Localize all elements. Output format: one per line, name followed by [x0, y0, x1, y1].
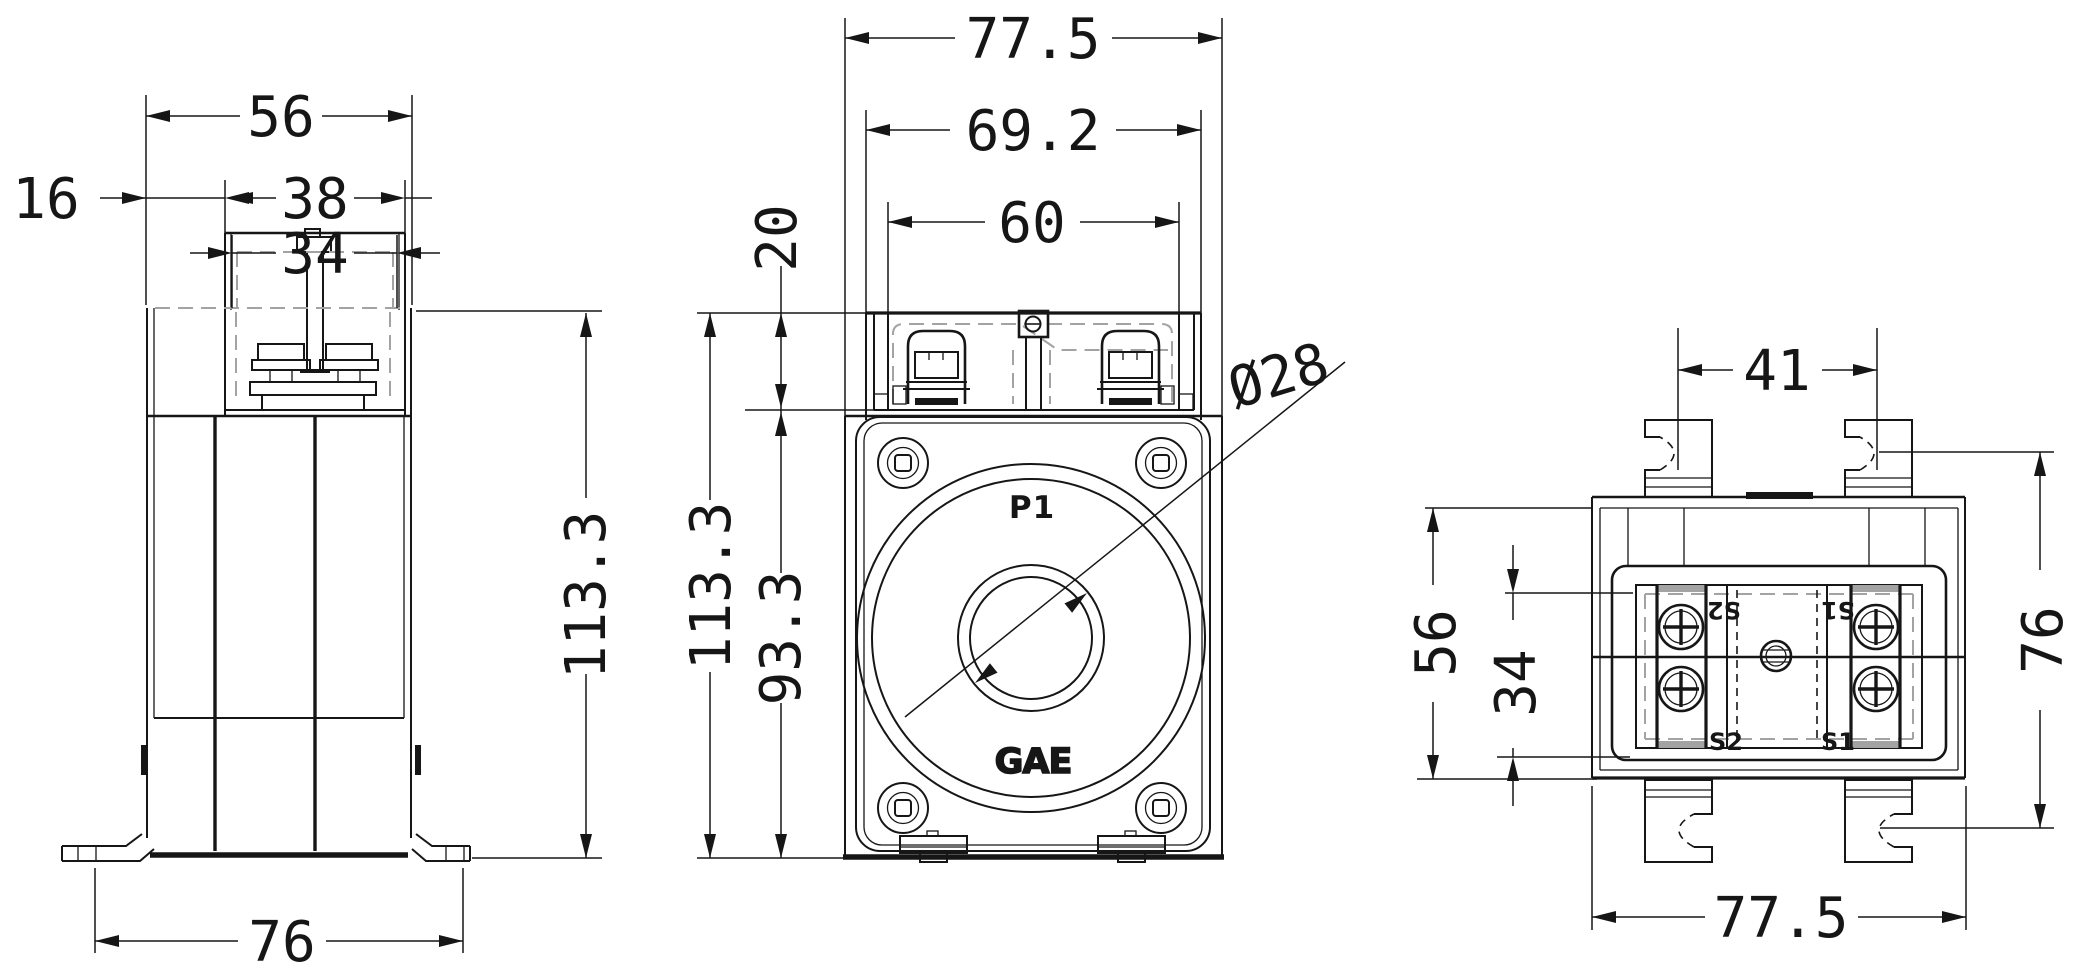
dim-top-hookspan-label: 41 — [1743, 339, 1810, 404]
dim-front-body-label: 93.3 — [749, 571, 814, 706]
front-view: P1 GAE 77.5 69.2 60 20 93.3 — [679, 7, 1346, 863]
dim-front-terminal-label: 20 — [745, 204, 810, 271]
top-dimensions: 41 56 34 76 77.5 — [1404, 339, 2076, 951]
dim-front-width-label: 77.5 — [966, 7, 1101, 72]
dim-front-housing-label: 69.2 — [966, 99, 1101, 164]
dim-front-cover-label: 60 — [998, 191, 1065, 256]
brand-logo: GAE — [995, 742, 1072, 782]
dim-side-height-label: 113.3 — [554, 511, 619, 680]
s1-marking-top: S1 — [1821, 596, 1855, 624]
side-mounting-foot — [61, 833, 471, 862]
secondary-terminal-screws — [1657, 603, 1900, 713]
dim-top-height-label: 76 — [2011, 606, 2076, 673]
s1-marking-bottom: S1 — [1821, 728, 1855, 756]
side-dimensions: 56 16 38 34 113.3 — [12, 85, 619, 975]
s2-marking-bottom: S2 — [1709, 728, 1743, 756]
dim-front-height-label: 113.3 — [679, 502, 744, 671]
primary-hole — [957, 564, 1105, 712]
top-hooks — [1644, 328, 2054, 498]
side-view: 56 16 38 34 113.3 — [12, 85, 619, 975]
dim-top-block-label: 34 — [1484, 649, 1549, 716]
top-view: S2 S1 S2 S1 41 56 — [1404, 328, 2076, 951]
dim-top-depth-label: 56 — [1404, 609, 1469, 676]
front-dimensions: 77.5 69.2 60 20 93.3 113.3 — [679, 7, 1346, 859]
bottom-hooks — [1644, 779, 2054, 863]
seal-screw — [1759, 639, 1793, 673]
dim-side-offset-label: 16 — [12, 167, 79, 232]
side-terminal-cover-dashed — [155, 251, 403, 404]
dim-side-upper-label: 38 — [281, 167, 348, 232]
s2-marking-top: S2 — [1707, 596, 1741, 624]
p1-terminal-marking: P1 — [1009, 490, 1055, 526]
dim-side-foot-label: 76 — [248, 910, 315, 975]
dim-side-cover-label: 34 — [281, 222, 348, 287]
dim-front-hole-label: Ø28 — [1221, 330, 1337, 422]
dim-side-depth-label: 56 — [247, 85, 314, 150]
front-terminal-clamps — [892, 309, 1175, 410]
front-corner-screws — [877, 437, 1187, 834]
dim-top-width-label: 77.5 — [1714, 886, 1849, 951]
top-terminal-block: S2 S1 S2 S1 — [1592, 584, 1965, 756]
